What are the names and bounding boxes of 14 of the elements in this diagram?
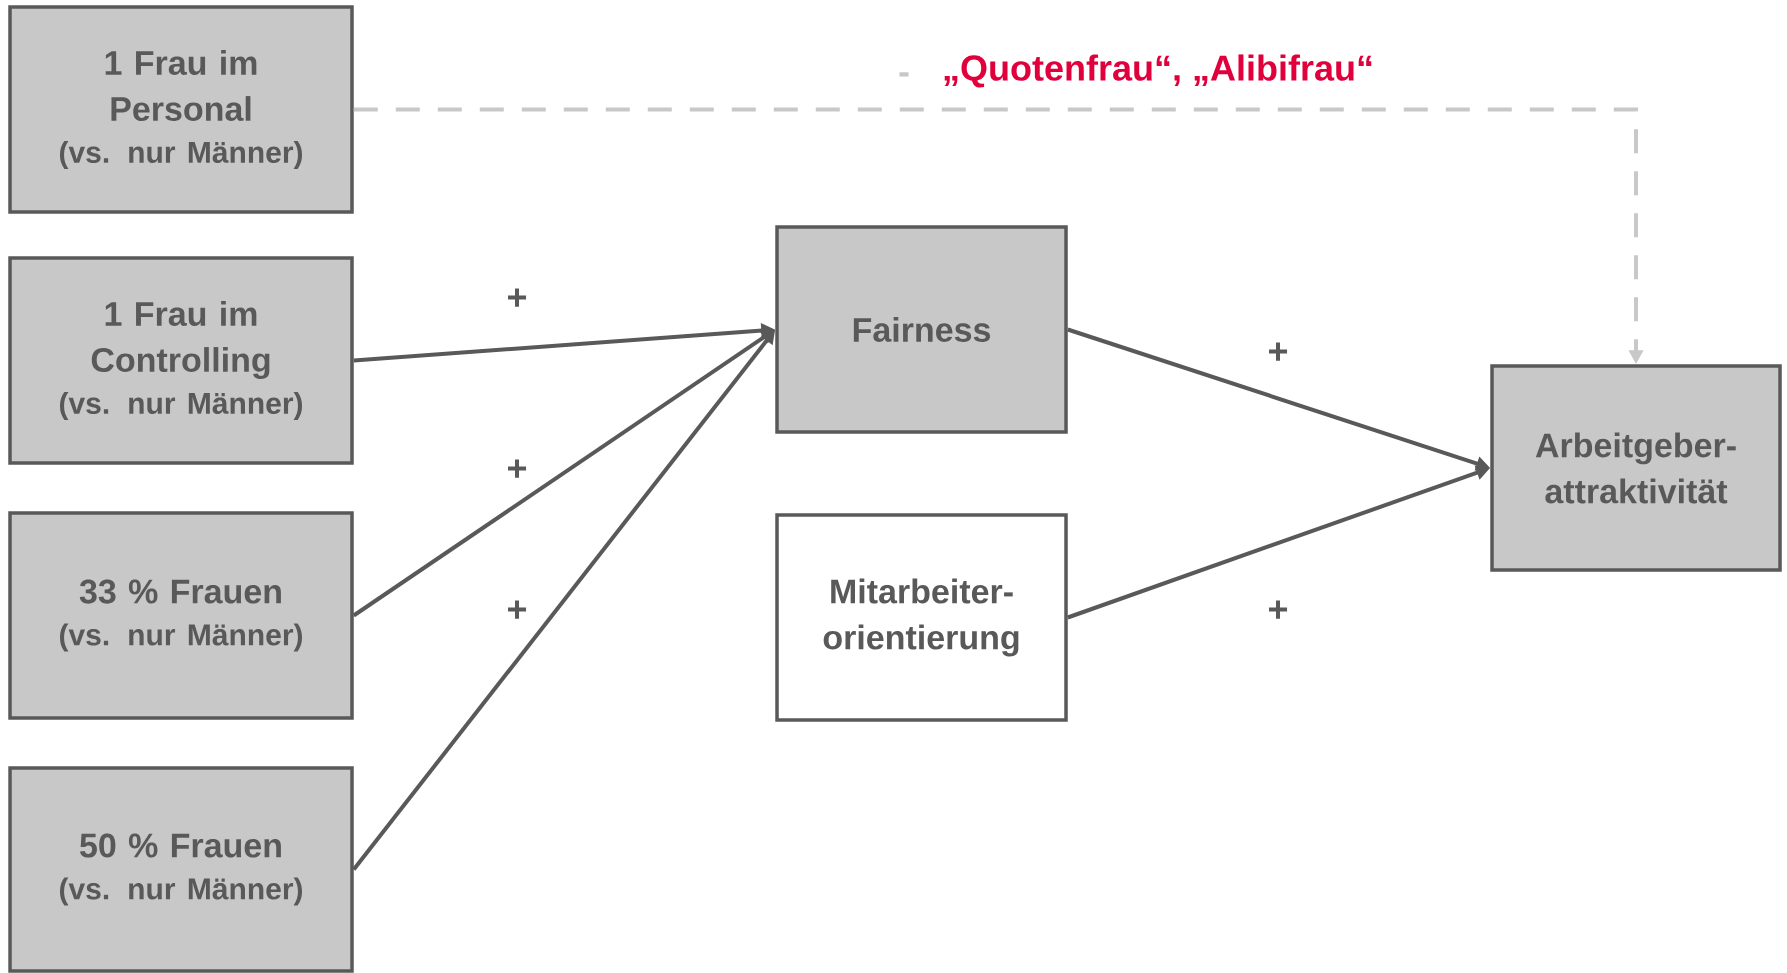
edge-label: + [505,458,529,482]
edge-label: + [505,599,529,623]
process-box: Fairness [775,225,1068,434]
process-box: 50 % Frauen (vs. nur Männer) [8,766,354,973]
process-box: Arbeitgeber-attraktivität [1490,364,1782,572]
process-box: 1 Frau im Personal (vs. nur Männer) [8,5,354,214]
process-box: Mitarbeiter-orientierung [775,513,1068,722]
edge-label: + [505,287,529,311]
edge-label: + [1266,599,1290,623]
process-box: 33 % Frauen (vs. nur Männer) [8,511,354,720]
edge-label: + [1266,341,1290,365]
process-box: 1 Frau im Controlling (vs. nur Männer) [8,256,354,465]
edge-label: - [897,71,911,85]
quote-text: „Quotenfrau“, „Alibifrau“ [944,54,1372,88]
